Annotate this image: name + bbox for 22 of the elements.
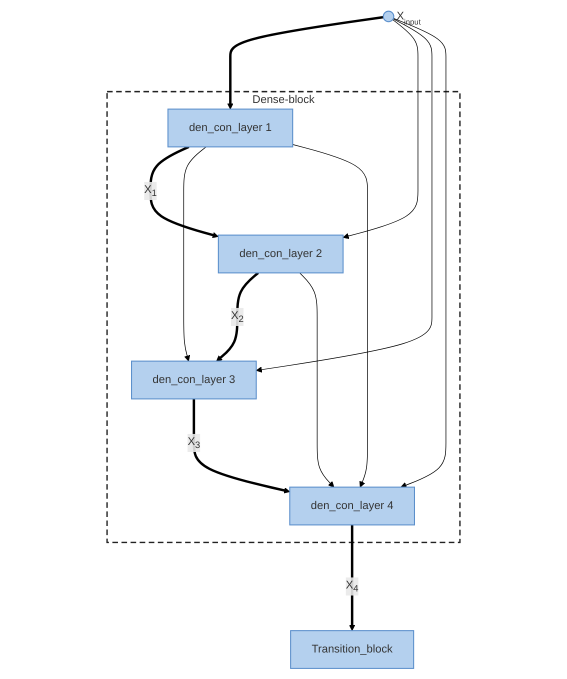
- edge-label: X$_{1}$: [144, 184, 157, 198]
- arrow: [299, 272, 334, 488]
- arrow: [183, 146, 206, 362]
- node-box: den_con_layer 2: [218, 234, 344, 274]
- node-caption: X$_{input}$: [396, 10, 421, 26]
- arrow: [227, 16, 384, 110]
- arrow: [216, 272, 259, 362]
- node-box: Transition_block: [290, 630, 414, 669]
- edge-label: X$_{2}$: [230, 310, 244, 324]
- node-box: den_con_layer 3: [131, 360, 257, 400]
- arrow: [149, 146, 219, 238]
- node-box: den_con_layer 1: [167, 108, 294, 148]
- node-circle: [382, 10, 394, 22]
- arrow: [393, 18, 446, 488]
- arrow: [349, 524, 356, 631]
- node-box: den_con_layer 4: [289, 486, 415, 526]
- edge-label: X$_{4}$: [346, 579, 358, 594]
- edge-label: X$_{3}$: [188, 436, 200, 450]
- arrow: [292, 144, 368, 488]
- arrow: [192, 398, 290, 494]
- arrow: [256, 18, 432, 373]
- arrow: [342, 19, 418, 240]
